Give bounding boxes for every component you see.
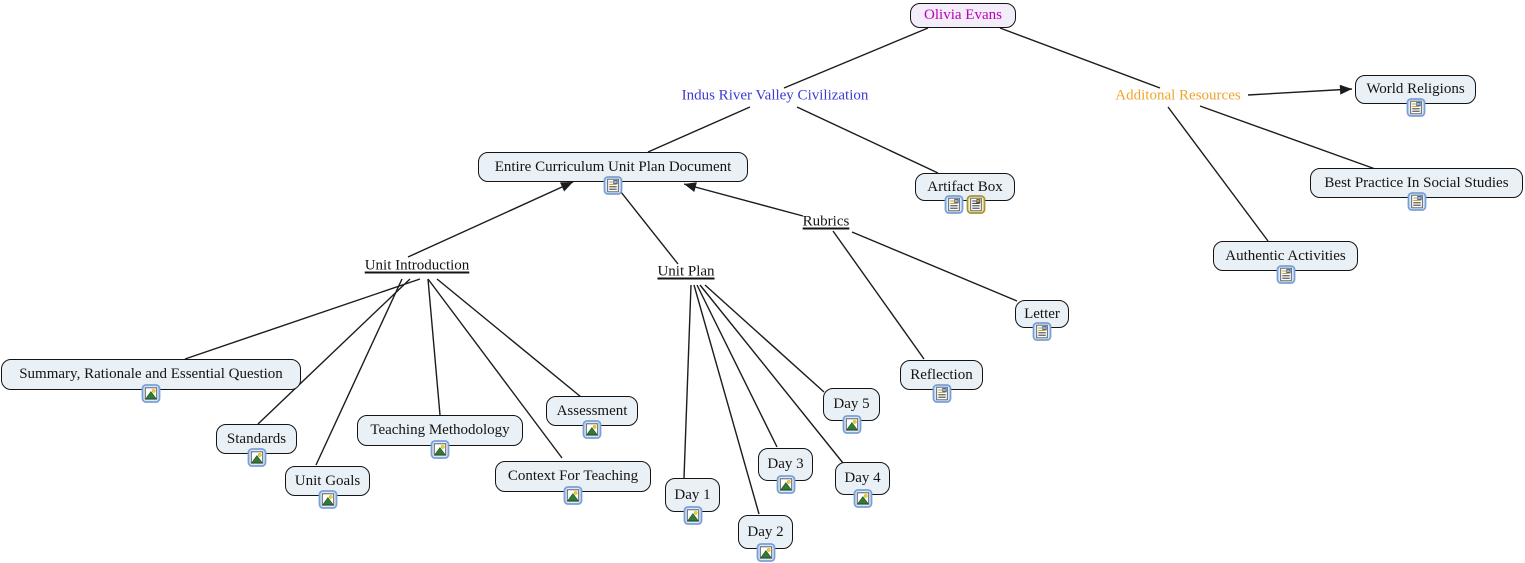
- connector-line: [1167, 106, 1269, 242]
- document-resource-icon[interactable]: [603, 176, 623, 195]
- document-resource-icon[interactable]: [1276, 265, 1295, 284]
- image-resource-icon[interactable]: [582, 420, 602, 439]
- connector-line: [1199, 105, 1379, 171]
- arrowhead: [1339, 84, 1352, 95]
- linking-label-rubrics[interactable]: Rubrics: [802, 213, 850, 230]
- resource-icons-world-religions: [1406, 98, 1425, 117]
- resource-icons-entire-curriculum-unit-plan-document: [603, 176, 623, 195]
- document-resource-icon[interactable]: [932, 384, 951, 403]
- resource-icons-day-5: [842, 415, 861, 434]
- arrowhead: [684, 182, 697, 192]
- connector-line: [832, 230, 925, 360]
- connector-line: [704, 284, 825, 393]
- connector-line: [783, 27, 929, 89]
- node-day-3[interactable]: Day 3: [758, 448, 813, 481]
- linking-label-unit-plan[interactable]: Unit Plan: [657, 263, 715, 280]
- image-resource-icon[interactable]: [776, 475, 795, 494]
- image-resource-icon[interactable]: [247, 448, 266, 467]
- resource-icons-standards: [247, 448, 266, 467]
- connector-line: [999, 27, 1161, 89]
- document-resource-icon[interactable]: [1032, 322, 1052, 341]
- document-resource-icon[interactable]: [1406, 98, 1425, 117]
- linking-label-additonal-resources[interactable]: Additonal Resources: [1115, 87, 1241, 104]
- resource-icons-context-for-teaching: [563, 486, 583, 505]
- resource-icons-authentic-activities: [1276, 265, 1295, 284]
- connector-line: [427, 278, 441, 416]
- resource-icons-artifact-box: [944, 195, 986, 214]
- resource-icons-unit-goals: [318, 490, 337, 509]
- connector-line: [315, 278, 403, 466]
- linking-label-indus-river-valley-civilization[interactable]: Indus River Valley Civilization: [681, 87, 869, 104]
- connector-line: [693, 284, 760, 515]
- resource-icons-day-4: [853, 489, 872, 508]
- connector-line: [1247, 88, 1353, 96]
- connector-line: [427, 278, 563, 459]
- resource-icons-assessment: [582, 420, 602, 439]
- node-day-5[interactable]: Day 5: [823, 388, 880, 421]
- connector-line: [683, 183, 804, 217]
- image-resource-icon[interactable]: [430, 440, 450, 459]
- image-resource-icon[interactable]: [141, 384, 161, 403]
- image-resource-icon[interactable]: [683, 506, 702, 525]
- resource-icons-day-2: [756, 543, 775, 562]
- image-resource-icon[interactable]: [318, 490, 337, 509]
- resource-icons-letter: [1032, 322, 1052, 341]
- resource-icons-day-3: [776, 475, 795, 494]
- connector-line: [616, 186, 679, 265]
- arrowhead: [560, 182, 573, 192]
- linking-label-unit-introduction[interactable]: Unit Introduction: [364, 257, 470, 274]
- resource-icons-best-practice-in-social-studies: [1407, 192, 1426, 211]
- connector-line: [796, 106, 939, 174]
- resource-icons-teaching-methodology: [430, 440, 450, 459]
- resource-icons-day-1: [683, 506, 702, 525]
- resource-icons-reflection: [932, 384, 951, 403]
- connector-line: [647, 106, 751, 153]
- image-resource-icon[interactable]: [756, 543, 775, 562]
- connector-line: [683, 284, 692, 479]
- connector-line: [407, 181, 574, 258]
- connector-line: [257, 278, 411, 425]
- connector-line: [699, 284, 844, 464]
- document-resource-icon[interactable]: [1407, 192, 1426, 211]
- image-resource-icon[interactable]: [842, 415, 861, 434]
- connector-line: [184, 278, 421, 360]
- node-artifact-box[interactable]: Artifact Box: [915, 173, 1015, 201]
- node-olivia-evans[interactable]: Olivia Evans: [910, 3, 1016, 28]
- resource-icons-summary-rationale-and-essential-question: [141, 384, 161, 403]
- connector-line: [436, 278, 582, 398]
- document-grid-resource-icon[interactable]: [966, 195, 986, 214]
- connector-line: [851, 231, 1018, 302]
- document-resource-icon[interactable]: [944, 195, 964, 214]
- image-resource-icon[interactable]: [563, 486, 583, 505]
- image-resource-icon[interactable]: [853, 489, 872, 508]
- connector-line: [696, 284, 778, 448]
